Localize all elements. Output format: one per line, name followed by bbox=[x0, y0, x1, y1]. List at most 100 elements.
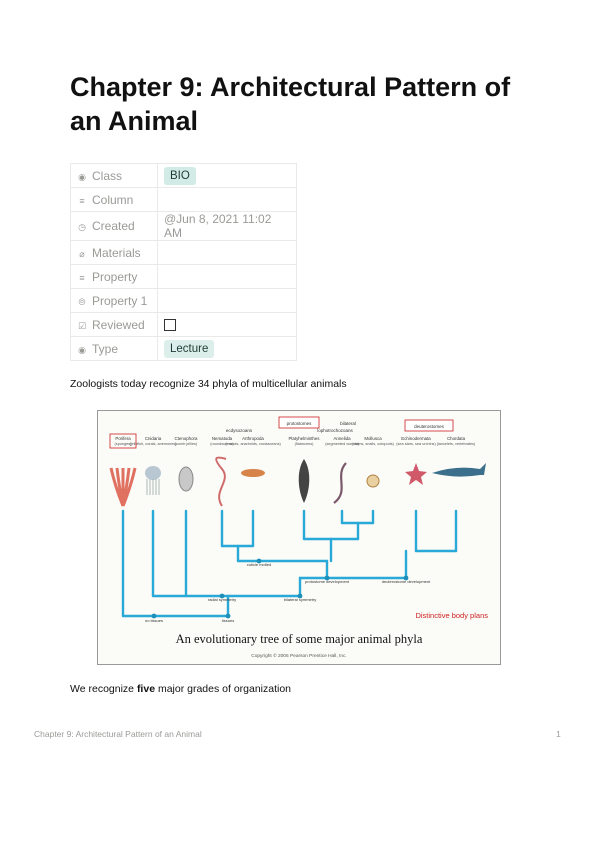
group-deuterostomes: deuterostomes bbox=[414, 424, 445, 429]
page-number: 1 bbox=[556, 729, 561, 739]
property-value[interactable] bbox=[157, 240, 297, 265]
phylum-examples: (jellyfish, corals, anemones) bbox=[129, 442, 177, 446]
phylum-examples: (insects, arachnids, crustaceans) bbox=[225, 442, 281, 446]
property-row[interactable]: ◉Type Lecture bbox=[70, 336, 297, 361]
property-row[interactable]: ⌀ Materials bbox=[70, 240, 297, 265]
node-label-protostome: protostome development bbox=[305, 579, 350, 584]
tree-node bbox=[225, 613, 231, 619]
protostomes-box bbox=[278, 416, 320, 429]
property-label: Class bbox=[92, 168, 123, 183]
tree-node bbox=[297, 593, 303, 599]
phylum-labels: Porifera(sponges) Cnidaria(jellyfish, cor… bbox=[109, 433, 476, 449]
property-key: ≡Property bbox=[70, 264, 158, 289]
phylum-name: Echinodermata bbox=[401, 436, 431, 441]
property-row[interactable]: ◷Created@Jun 8, 2021 11:02 AM bbox=[70, 211, 297, 241]
page-title: Chapter 9: Architectural Pattern of an A… bbox=[70, 72, 511, 136]
phylogeny-figure: Porifera(sponges) Cnidaria(jellyfish, cor… bbox=[97, 410, 501, 665]
grades-paragraph: We recognize five major grades of organi… bbox=[70, 683, 291, 695]
footer-title: Chapter 9: Architectural Pattern of an A… bbox=[34, 729, 202, 739]
reviewed-checkbox[interactable] bbox=[164, 319, 176, 332]
tree-node bbox=[151, 613, 157, 619]
property-key: ◉Type bbox=[70, 336, 158, 361]
node-label-bilateral-symmetry: bilateral symmetry bbox=[284, 597, 316, 602]
property-row[interactable]: ☑ Reviewed bbox=[70, 312, 297, 337]
whale-icon bbox=[432, 463, 486, 477]
figure-copyright: Copyright © 2005 Pearson Prentice Hall, … bbox=[251, 652, 347, 659]
property-label: Reviewed bbox=[92, 317, 145, 332]
property-label: Property 1 bbox=[92, 293, 148, 308]
property-label: Column bbox=[92, 192, 134, 207]
phylum-name: Chordata bbox=[447, 436, 466, 441]
tree-node bbox=[324, 575, 330, 581]
tag-type[interactable]: Lecture bbox=[164, 339, 215, 358]
tree-lines bbox=[121, 509, 458, 618]
jellyfish-icon bbox=[145, 466, 161, 480]
text-icon: ≡ bbox=[79, 195, 85, 206]
grades-bold: five bbox=[136, 683, 156, 695]
property-key: ◉Class bbox=[70, 163, 158, 188]
property-key: ☑ Reviewed bbox=[70, 312, 158, 337]
intro-paragraph: Zoologists today recognize 34 phyla of m… bbox=[70, 378, 347, 390]
group-ecdysozoans: ecdysozoans bbox=[226, 428, 253, 433]
grades-text-before: We recognize bbox=[70, 683, 137, 695]
property-value[interactable] bbox=[157, 187, 297, 212]
comb-jelly-icon bbox=[178, 466, 194, 492]
property-value[interactable]: @Jun 8, 2021 11:02 AM bbox=[157, 211, 297, 241]
tag-class[interactable]: BIO bbox=[164, 166, 196, 185]
property-value[interactable] bbox=[157, 264, 297, 289]
link-icon: ⦾ bbox=[78, 296, 86, 307]
tree-nodes bbox=[151, 558, 409, 619]
property-key: ⦾ Property 1 bbox=[70, 288, 158, 313]
select-icon: ◉ bbox=[78, 344, 86, 355]
property-key: ⌀ Materials bbox=[70, 240, 158, 265]
phylum-examples: (comb jellies) bbox=[175, 442, 198, 446]
property-value[interactable]: BIO bbox=[157, 163, 297, 188]
phylum-name: Cnidaria bbox=[145, 436, 162, 441]
phylum-name: Nematoda bbox=[212, 436, 233, 441]
node-label-cuticle: cuticle molted bbox=[247, 562, 271, 567]
tree-node bbox=[256, 558, 262, 564]
group-protostomes: protostomes bbox=[287, 421, 313, 426]
figure-caption: An evolutionary tree of some major anima… bbox=[176, 632, 423, 646]
phylum-name: Mollusca bbox=[364, 436, 382, 441]
property-row[interactable]: ⦾ Property 1 bbox=[70, 288, 297, 313]
phylum-name: Platyhelminthes bbox=[289, 436, 321, 441]
roundworm-icon bbox=[215, 456, 227, 507]
tree-node bbox=[219, 593, 225, 599]
node-label-tissues: tissues bbox=[222, 618, 234, 623]
property-value[interactable] bbox=[157, 288, 297, 313]
node-label-deuterostome: deuterostome development bbox=[382, 579, 431, 584]
phylum-name: Porifera bbox=[115, 436, 131, 441]
deuterostomes-box bbox=[404, 419, 454, 432]
phylum-examples: (roundworms) bbox=[210, 442, 234, 446]
clock-icon: ◷ bbox=[78, 222, 86, 232]
property-label: Materials bbox=[92, 245, 141, 260]
phylum-examples: (sponges) bbox=[115, 442, 133, 446]
text-icon: ≡ bbox=[79, 272, 85, 283]
shrimp-icon bbox=[241, 469, 265, 477]
phylum-name: Arthropoda bbox=[242, 436, 264, 441]
node-label-radial: radial symmetry bbox=[208, 597, 236, 602]
sponge-icon bbox=[121, 467, 137, 507]
snail-icon bbox=[366, 474, 380, 488]
phylum-name: Ctenophora bbox=[175, 436, 199, 441]
attachment-icon: ⌀ bbox=[79, 248, 85, 259]
group-bilateral: bilateral bbox=[340, 421, 356, 426]
property-row[interactable]: ◉Class BIO bbox=[70, 163, 297, 188]
property-value[interactable] bbox=[157, 312, 297, 337]
porifera-box bbox=[109, 433, 137, 449]
property-value[interactable]: Lecture bbox=[157, 336, 297, 361]
flatworm-icon bbox=[298, 459, 310, 503]
property-key: ≡ Column bbox=[70, 187, 158, 212]
node-label-no-tissues: no tissues bbox=[145, 618, 163, 623]
group-lophotrochozoans: lophotrochozoans bbox=[317, 428, 353, 433]
checkbox-icon: ☑ bbox=[77, 320, 87, 331]
property-row[interactable]: ≡Property bbox=[70, 264, 297, 289]
starfish-icon bbox=[405, 463, 427, 485]
phylogeny-tree: Porifera(sponges) Cnidaria(jellyfish, cor… bbox=[109, 416, 488, 659]
tree-node bbox=[403, 575, 409, 581]
property-row[interactable]: ≡ Column bbox=[70, 187, 297, 212]
phylum-name: Annelida bbox=[333, 436, 351, 441]
distinctive-body-plans: Distinctive body plans bbox=[415, 611, 488, 620]
